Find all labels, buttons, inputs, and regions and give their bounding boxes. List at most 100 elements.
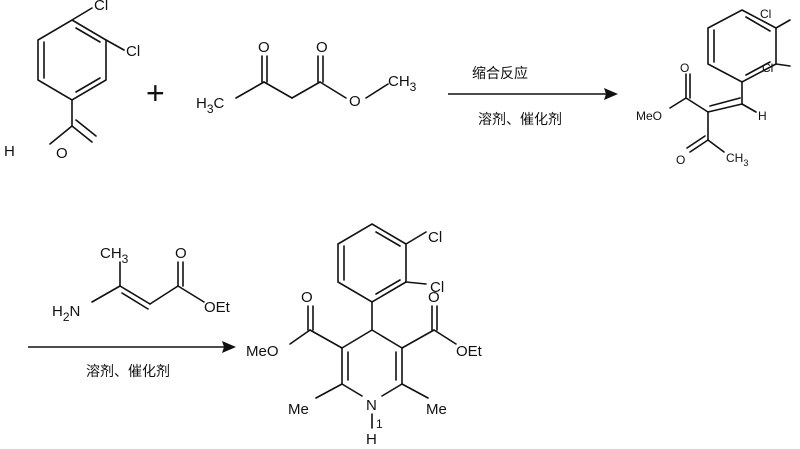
cl-bond: [775, 19, 791, 29]
ch3-subscript: 3: [410, 80, 417, 94]
methoxy-bond: [365, 83, 389, 99]
carbonyl-bond: [75, 119, 97, 137]
ring-bond: [341, 383, 363, 397]
ring-bond: [371, 329, 403, 349]
ethoxy-bond: [433, 329, 457, 345]
carbonyl-bond: [71, 125, 93, 143]
aminocrotonate-h2n-h: H: [52, 303, 63, 320]
aminocrotonate-oet: OEt: [204, 299, 231, 316]
aldehyde-h-bond: [49, 125, 73, 145]
intermediate-o-ketone: O: [676, 153, 685, 167]
alkene-bond: [119, 285, 151, 305]
molecule-dihydropyridine-product: Cl Cl O MeO O OEt Me Me N 1 H: [246, 223, 483, 448]
aminocrotonate-h2n-subscript: 2: [63, 310, 70, 324]
cl-bond: [775, 63, 791, 67]
arrow-head: [604, 88, 618, 100]
intermediate-cl-top: Cl: [760, 7, 771, 21]
reaction-arrow-2: 溶剂、催化剂: [28, 341, 236, 380]
chain-bond: [291, 81, 321, 99]
intermediate-meo: MeO: [636, 109, 662, 123]
aromatic-double-bond: [75, 27, 101, 43]
molecule-dichlorobenzaldehyde: Cl Cl H O: [4, 0, 140, 162]
aminocrotonate-ch3-subscript: 3: [122, 252, 129, 266]
methoxy-bond: [669, 97, 687, 109]
acetoacetate-o-ketone: O: [258, 39, 270, 56]
methoxy-bond: [289, 329, 311, 345]
acetyl-carbonyl-bond: [689, 139, 709, 153]
alkene-bond: [121, 292, 149, 310]
product-o-left: O: [301, 289, 313, 306]
chain-bond: [149, 285, 179, 305]
benzaldehyde-o: O: [56, 145, 68, 162]
acetoacetate-ch3: CH3: [388, 73, 417, 94]
ester-bond: [319, 81, 347, 99]
aromatic-double-bond: [75, 77, 101, 93]
product-me-left: Me: [288, 401, 309, 418]
product-n: N: [366, 397, 377, 414]
chain-bond: [263, 81, 293, 99]
condition-condensation: 缩合反应: [472, 65, 528, 82]
cl-bond: [405, 231, 427, 245]
ring-bond: [381, 383, 403, 397]
molecule-methyl-acetoacetate: O O O H3C CH3: [196, 39, 417, 116]
reaction-arrow-1: 缩合反应 溶剂、催化剂: [448, 65, 618, 128]
benzaldehyde-cl-top: Cl: [94, 0, 108, 14]
condition-solvent-catalyst-1: 溶剂、催化剂: [478, 112, 562, 128]
vinyl-h-bond: [741, 103, 757, 113]
product-o-right: O: [428, 289, 440, 306]
acetoacetate-o-ester: O: [316, 39, 328, 56]
intermediate-ch3: CH3: [726, 151, 748, 168]
intermediate-ch3-ch: CH: [726, 151, 743, 165]
intermediate-cl-side: Cl: [762, 61, 773, 75]
cl-bond: [105, 39, 125, 51]
aromatic-double-bond: [375, 231, 401, 247]
product-me-right: Me: [426, 401, 447, 418]
aromatic-double-bond: [745, 61, 771, 76]
methyl-bond: [235, 81, 265, 99]
molecule-ethyl-aminocrotonate: CH3 H2N O OEt: [52, 245, 231, 324]
ester-bond: [401, 329, 435, 349]
aminocrotonate-ch3: CH3: [100, 245, 129, 266]
aromatic-double-bond: [745, 16, 771, 32]
alkene-bond: [709, 97, 741, 107]
acetoacetate-h3c: H3C: [196, 95, 225, 116]
ch3-ch: CH: [388, 73, 410, 90]
ester-bond: [309, 329, 343, 349]
aminocrotonate-o: O: [175, 245, 187, 262]
aminocrotonate-ch3-ch: CH: [100, 245, 122, 262]
alkene-bond: [707, 103, 743, 113]
aminocrotonate-h2n: H2N: [52, 303, 80, 324]
intermediate-o-ester: O: [680, 61, 689, 75]
acetoacetate-o-ether: O: [349, 93, 361, 110]
intermediate-ch3-subscript: 3: [743, 158, 748, 168]
plus-sign: +: [146, 75, 165, 111]
h3c-subscript: 3: [207, 102, 214, 116]
h3c-h: H: [196, 95, 207, 112]
product-meo: MeO: [246, 343, 279, 360]
methyl-bond: [315, 383, 343, 399]
ester-bond: [685, 97, 709, 113]
benzaldehyde-cl-side: Cl: [126, 43, 140, 60]
aminocrotonate-h2n-n: N: [70, 303, 81, 320]
product-oet: OEt: [456, 343, 483, 360]
product-ring-number: 1: [376, 417, 383, 431]
ring-bond: [341, 329, 373, 349]
h3c-c: C: [214, 95, 225, 112]
product-cl-top: Cl: [428, 229, 442, 246]
arrow-head: [222, 341, 236, 353]
intermediate-h: H: [758, 109, 767, 123]
acetyl-carbonyl-bond: [686, 135, 706, 149]
product-cl-side: Cl: [430, 279, 444, 296]
methyl-bond: [401, 383, 429, 399]
amine-bond: [91, 285, 121, 303]
acetyl-methyl-bond: [707, 139, 725, 153]
ester-bond: [177, 285, 205, 303]
product-h: H: [366, 431, 377, 448]
cl-bond: [405, 281, 427, 285]
aromatic-double-bond: [375, 279, 401, 295]
molecule-benzylidene-intermediate: Cl Cl O MeO H O CH3: [636, 7, 791, 168]
benzene-ring: [337, 223, 407, 303]
cl-bond: [71, 7, 93, 21]
